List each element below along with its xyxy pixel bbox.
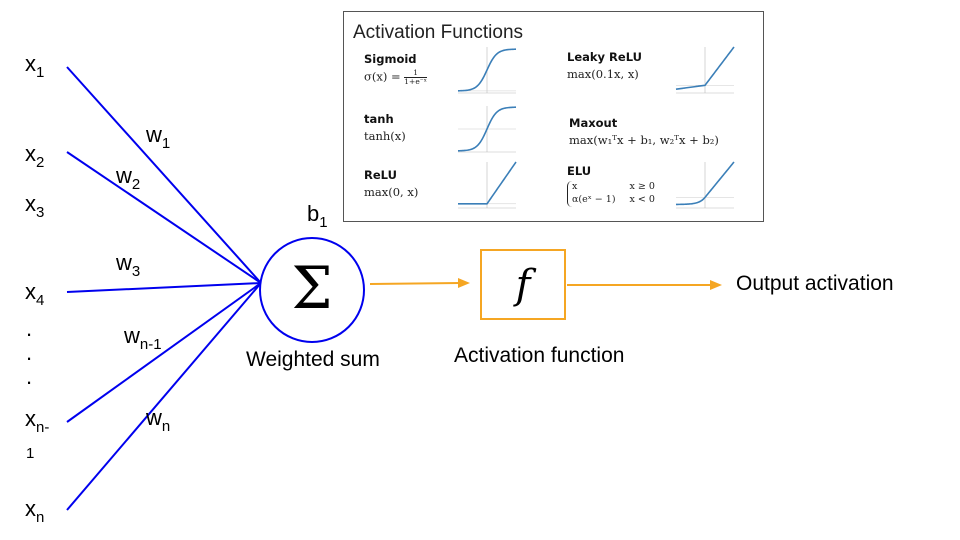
fn-relu-name: ReLU	[364, 168, 397, 182]
output-activation-label: Output activation	[736, 272, 894, 295]
fn-relu: ReLU max(0, x)	[364, 168, 418, 199]
elu-case-2-expr: α(eˣ − 1)	[572, 193, 616, 205]
weight-w1: w1	[146, 122, 171, 152]
input-x3: x3	[25, 191, 45, 221]
ellipsis-dot-1: .	[26, 316, 33, 341]
fn-elu: ELU x x ≥ 0 α(eˣ − 1) x < 0	[567, 164, 669, 207]
ellipsis-dot-2: .	[26, 340, 33, 365]
weight-wn: wn	[146, 405, 171, 435]
sigmoid-curve	[457, 48, 517, 92]
elu-case-1-expr: x	[572, 181, 578, 192]
bias-b1: b1	[307, 201, 328, 231]
weighted-sum-node: Σ	[259, 237, 365, 343]
input-x1: x1	[25, 51, 45, 81]
leaky-relu-plot	[675, 46, 735, 94]
input-x2: x2	[25, 141, 45, 171]
fn-tanh-name: tanh	[364, 112, 394, 126]
weight-line-xn	[66, 282, 262, 511]
relu-curve	[458, 161, 517, 205]
elu-case-1-cond: x ≥ 0	[629, 181, 655, 192]
input-xn-1-overflow: 1	[26, 445, 35, 462]
fn-maxout-name: Maxout	[569, 116, 618, 130]
fn-maxout-formula: max(w₁ᵀx + b₁, w₂ᵀx + b₂)	[569, 133, 719, 147]
weighted-sum-caption: Weighted sum	[246, 348, 380, 371]
activation-function-caption: Activation function	[454, 344, 625, 367]
input-xn-1: xn-	[25, 406, 50, 436]
weight-w2: w2	[116, 163, 141, 193]
ellipsis-dot-3: .	[26, 364, 33, 389]
fn-tanh: tanh tanh(x)	[364, 112, 406, 143]
fn-leaky-relu-formula: max(0.1x, x)	[567, 67, 639, 81]
tanh-curve	[457, 106, 517, 152]
sigmoid-plot	[457, 47, 517, 94]
fn-leaky-relu: Leaky ReLU max(0.1x, x)	[567, 50, 642, 81]
f-symbol: f	[515, 261, 531, 308]
fn-maxout: Maxout max(w₁ᵀx + b₁, w₂ᵀx + b₂)	[569, 116, 719, 147]
fn-sigmoid-name: Sigmoid	[364, 52, 417, 66]
input-xn: xn	[25, 496, 45, 526]
weight-line-x1	[66, 66, 262, 284]
activation-function-node: f	[480, 249, 566, 320]
sum-to-activation-arrow	[369, 282, 461, 285]
elu-plot	[676, 161, 735, 209]
weight-line-x2	[66, 151, 262, 284]
panel-title: Activation Functions	[353, 22, 524, 43]
fn-relu-formula: max(0, x)	[364, 185, 419, 199]
input-x4: x4	[25, 279, 45, 309]
tanh-plot	[457, 106, 517, 153]
relu-plot	[458, 161, 517, 209]
sigma-symbol: Σ	[291, 254, 333, 322]
activation-to-output-arrowhead	[710, 280, 722, 290]
fn-tanh-formula: tanh(x)	[364, 129, 406, 143]
weight-line-x4	[66, 282, 262, 293]
elu-curve	[676, 161, 735, 206]
elu-case-2-cond: x < 0	[629, 193, 655, 205]
fn-elu-name: ELU	[567, 164, 592, 178]
weight-line-xn1	[66, 282, 262, 423]
fn-elu-formula: x x ≥ 0 α(eˣ − 1) x < 0	[567, 181, 669, 207]
weight-w3: w3	[116, 250, 141, 280]
leaky-curve	[675, 46, 735, 90]
fn-leaky-relu-name: Leaky ReLU	[567, 50, 642, 64]
sum-to-activation-arrowhead	[458, 278, 470, 288]
weight-wn-1: wn-1	[124, 323, 162, 353]
